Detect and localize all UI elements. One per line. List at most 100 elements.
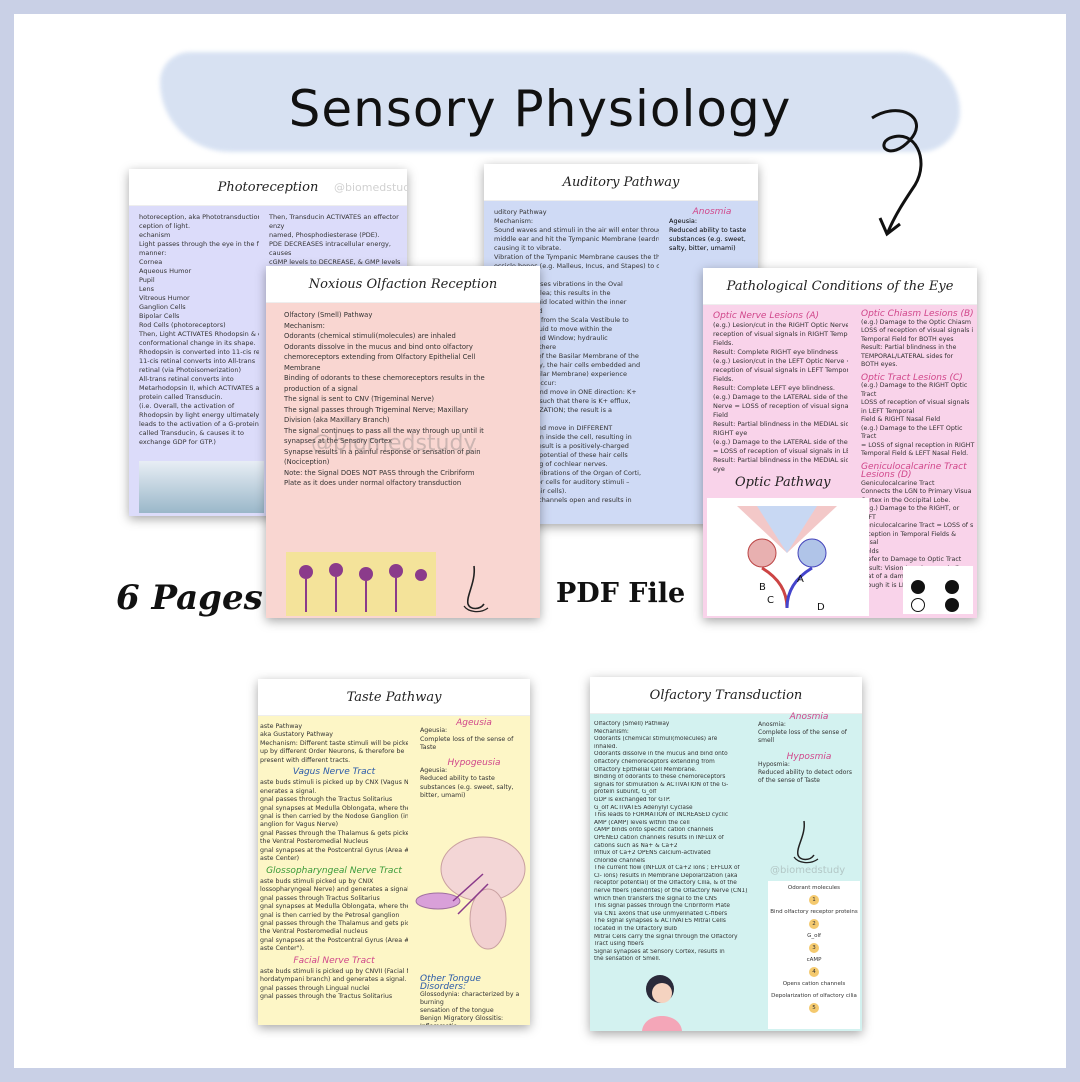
step-label: Opens cation channels [782, 981, 846, 987]
text-line: retinal (via Photoisomerization) [139, 366, 241, 374]
text-line: the vibration of the Basilar Membrane of… [494, 352, 639, 360]
step-number: 2 [809, 919, 819, 929]
eye-right-column: Optic Chiasm Lesions (B) (e.g.) Damage t… [861, 310, 975, 590]
text-line: LOSS of reception of visual signals i [861, 327, 974, 334]
text-line: ing Specifically, the hair cells embedde… [494, 361, 641, 369]
text-line: aste buds stimuli is picked up by CNX (V… [260, 779, 408, 787]
eye-body: Optic Nerve Lesions (A) (e.g.) Lesion/cu… [703, 304, 858, 618]
step-label: Depolarization of olfactory cilia [771, 993, 857, 999]
text-line: ception of light. [139, 222, 191, 230]
text-line: All-trans retinal converts into [139, 375, 234, 383]
text-line: re stimulated such that there is K+ effl… [494, 397, 631, 405]
text-line: Ganglion Cells [139, 303, 186, 311]
svg-text:D: D [817, 602, 825, 613]
olfactory-transduction-side: Anosmia Anosmia:Complete loss of the sen… [758, 713, 860, 785]
text-line: This leads to FORMATION of INCREASED cyc… [594, 812, 729, 819]
text-line: Then, Transducin ACTIVATES an effector e… [269, 213, 399, 230]
text-line: The signal is sent to CNV (Trigeminal Ne… [284, 395, 435, 403]
text-line: nerve fibers (dendrites) of the Olfactor… [594, 888, 748, 895]
text-line: Odorants dissolve in the mucus and bind … [284, 342, 473, 351]
text-line: Mitral Cells carry the signal through th… [594, 933, 738, 940]
text-line: Taste [420, 744, 437, 752]
text-line: (e.g.) Lesion/cut in the RIGHT Optic Ner… [713, 321, 848, 329]
text-line: (e.g.) Damage to the LEFT Optic Tract [861, 424, 963, 441]
text-line: Result: Partial blindness in the [861, 344, 957, 351]
text-line: Fields. [713, 375, 734, 383]
text-line: Vibration of the Tympanic Membrane cause… [494, 253, 659, 261]
text-line: The signal continues to pass all the way… [284, 426, 484, 435]
text-line: Odorants dissolve in the mucus and bind … [594, 751, 728, 758]
watermark: @biomedstudy [770, 865, 846, 876]
text-line: manner: [139, 249, 167, 257]
text-line: protein called Transducin. [139, 393, 223, 401]
olfaction-title: Noxious Olfaction Reception [266, 266, 540, 303]
text-line: lossopharyngeal Nerve) and generates a s… [260, 886, 408, 894]
text-line: Plate as it does under normal olfactory … [284, 479, 462, 487]
olfaction-page: Noxious Olfaction Reception Olfactory (S… [266, 266, 540, 618]
text-line: hotoreception, aka Phototransduction, or… [139, 213, 259, 221]
text-line: Ageusia: [420, 727, 448, 735]
text-line: middle ear and hit the Tympanic Membrane… [494, 235, 659, 243]
text-line: Binding of odorants to these chemorecept… [594, 774, 726, 781]
text-line: inhaled. [594, 743, 618, 750]
olfactory-transduction-page: Olfactory Transduction Olfactory (Smell)… [590, 677, 862, 1031]
text-line: Olfactory (Smell) Pathway [284, 311, 373, 319]
text-line: gnal synapses at Medulla Oblongata, wher… [260, 903, 408, 911]
text-line: Benign Migratory Glossitis: Inflammatio [420, 1015, 504, 1025]
text-line: aste buds stimuli is picked up by CNVII … [260, 967, 408, 975]
taste-side-column: Ageusia Ageusia:Complete loss of the sen… [420, 718, 528, 801]
text-line: reception in Temporal Fields & Nasal [861, 530, 957, 547]
text-line: aste buds stimuli picked up by CNIX [260, 877, 374, 885]
text-line: located in the Olfactory Bulb [594, 926, 678, 933]
step-number: 4 [809, 967, 819, 977]
retina-illustration [139, 461, 264, 513]
step-number: 3 [809, 943, 819, 953]
svg-text:C: C [767, 595, 774, 606]
text-line: pani causes fluid to move within the [494, 325, 613, 333]
nose-icon [793, 820, 819, 864]
text-line: Light passes through the eye in the foll… [139, 240, 259, 248]
text-line: (Nociception) [284, 458, 330, 466]
text-line: aste Center) [260, 855, 300, 863]
text-line: bitter, umami) [420, 792, 466, 800]
olfactory-transduction-title: Olfactory Transduction [590, 677, 862, 714]
text-line: Cl- ions) results in Membrane Depolariza… [594, 872, 738, 879]
text-line: PDE DECREASES intracellular energy, caus… [269, 240, 391, 257]
text-line: Note: the Signal DOES NOT PASS through t… [284, 468, 475, 477]
text-line: Odorants (chemical stimuli(molecules) ar… [594, 736, 718, 743]
text-line: Field [713, 411, 729, 419]
text-line: Nerve = LOSS of reception of visual sign… [713, 402, 848, 410]
text-line: called Transducin, & causes it to [139, 429, 245, 437]
watermark: @biomedstudy [334, 181, 407, 194]
text-line: gnal passes through the Tractus Solitari… [260, 796, 393, 804]
text-line: (e.g.) Damage to the LATERAL side of the… [713, 393, 848, 401]
text-line: Membrane [284, 363, 321, 372]
text-line: gnal is then carried by the Nodose Gangl… [260, 813, 408, 821]
text-line: Geniculocalcarine Tract [861, 479, 935, 487]
title-banner [160, 52, 960, 152]
text-line: present with different tracts. [260, 756, 351, 764]
text-line: (Refer to Damage to Optic Tract [861, 556, 962, 563]
text-line: ea (in the Basilar Membrane) experience [494, 370, 627, 378]
text-line: K+ ions remain inside the cell, resultin… [494, 433, 632, 441]
hypogeusia-heading: Hypogeusia [447, 757, 501, 768]
optic-nerve-heading: Optic Nerve Lesions (A) [713, 311, 820, 321]
hyposmia-heading: Hyposmia [786, 752, 832, 762]
text-line: Rhodopsin by light energy ultimately [139, 411, 259, 419]
text-line: Fields [861, 547, 879, 555]
text-line: Complete loss of the sense of [758, 729, 847, 736]
text-line: cAMP binds onto specific cation channels [594, 827, 714, 834]
text-line: This signal passes through the Cribrifor… [594, 903, 730, 910]
text-line: LOSS of reception of visual signals in L… [861, 399, 970, 415]
text-line: named, Phosphodiesterase (PDE). [269, 231, 380, 239]
text-line: chemoreceptors extending from Olfactory … [284, 353, 476, 361]
text-line: the Ventral Posteromedial Nucleus [260, 838, 369, 846]
text-line: The current flow (INFLUX of Ca+2 ions ; … [594, 865, 740, 872]
text-line: smell [758, 737, 774, 744]
facial-heading: Facial Nerve Tract [293, 955, 375, 966]
text-line: Sound waves and stimuli in the air will … [494, 226, 659, 234]
text-line: gnal passes through the Tractus Solitari… [260, 993, 393, 1001]
text-line: reception of visual signals in LEFT Temp… [713, 366, 848, 374]
other-disorders-heading: Other Tongue Disorders: [420, 974, 481, 992]
